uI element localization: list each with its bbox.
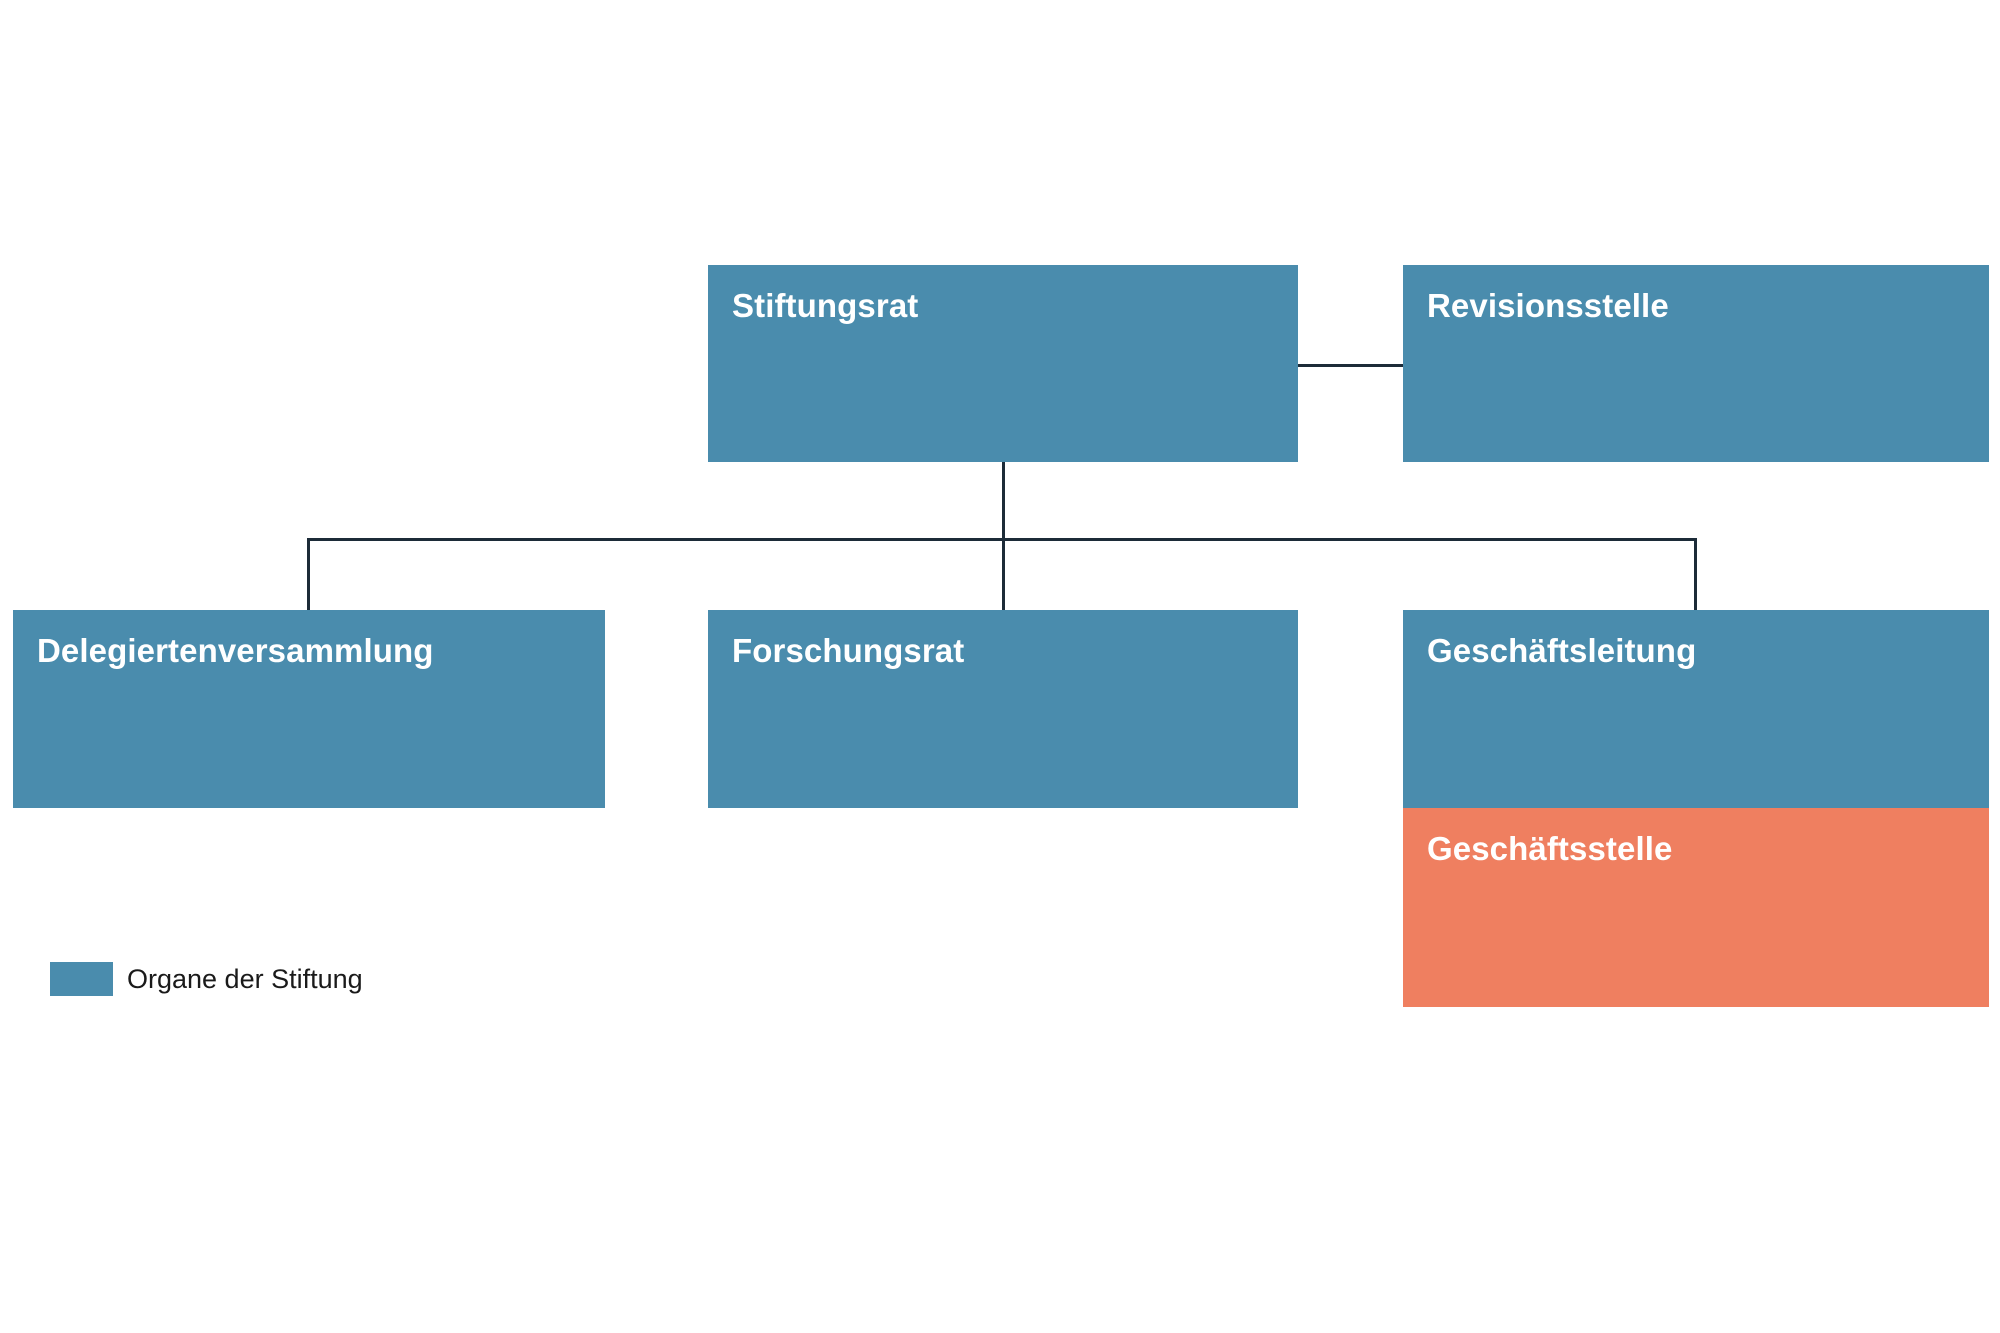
connector-drop-forschungsrat [1002, 538, 1005, 611]
node-label-revisionsstelle: Revisionsstelle [1427, 287, 1669, 324]
node-geschaeftsstelle[interactable]: Geschäftsstelle [1403, 808, 1989, 1007]
legend: Organe der Stiftung [50, 962, 363, 996]
node-revisionsstelle[interactable]: Revisionsstelle [1403, 265, 1989, 462]
node-geschaeftsleitung[interactable]: Geschäftsleitung [1403, 610, 1989, 808]
node-label-stiftungsrat: Stiftungsrat [732, 287, 919, 324]
legend-swatch-organ [50, 962, 113, 996]
node-stiftungsrat[interactable]: Stiftungsrat [708, 265, 1298, 462]
node-forschungsrat[interactable]: Forschungsrat [708, 610, 1298, 808]
connector-drop-delegiertenversammlung [307, 538, 310, 611]
node-label-forschungsrat: Forschungsrat [732, 632, 965, 669]
node-delegiertenversammlung[interactable]: Delegiertenversammlung [13, 610, 605, 808]
connector-stiftungsrat-revisionsstelle [1298, 364, 1403, 367]
legend-label-organ: Organe der Stiftung [127, 963, 363, 994]
connector-stiftungsrat-trunk [1002, 462, 1005, 541]
connector-drop-geschaeftsleitung [1694, 538, 1697, 611]
node-label-geschaeftsstelle: Geschäftsstelle [1427, 830, 1673, 867]
node-label-delegiertenversammlung: Delegiertenversammlung [37, 632, 434, 669]
node-label-geschaeftsleitung: Geschäftsleitung [1427, 632, 1697, 669]
